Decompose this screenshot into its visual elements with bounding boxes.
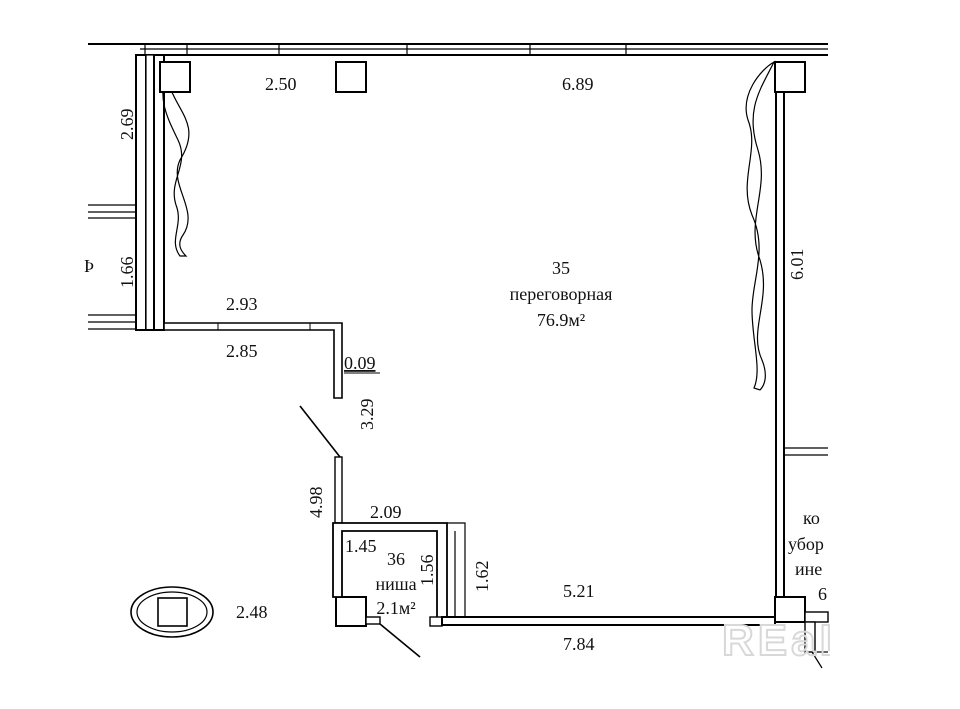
column-bottom-right [774,596,806,623]
right-edge-mask [830,0,960,709]
bottom-wall [441,611,829,669]
dim-niche-left: 1.45 [345,536,377,556]
top-window-wall [88,43,828,56]
room-36-label: 36 ниша 2.1м² [375,549,416,618]
dim-lower-left-wall: 4.98 [306,487,326,519]
dim-top-left: 2.50 [265,74,297,94]
room-36-area: 2.1м² [376,598,415,618]
door-swing-lower [379,623,421,658]
room-35-number: 35 [552,258,570,278]
column-top-right [774,61,806,93]
room-36-name: ниша [375,574,416,594]
room-35-label: 35 переговорная 76.9м² [510,258,613,330]
right-wall [775,91,828,598]
left-wall [88,54,165,331]
room-35-name: переговорная [510,284,613,304]
adjacent-room-label: ко убор ине 6 [788,508,827,604]
column-top-mid [335,61,367,93]
dim-bottom-inner: 5.21 [563,581,595,601]
curtain-left [162,69,190,257]
dim-niche-right: 1.56 [417,555,437,587]
dim-step: 1.62 [472,561,492,593]
dim-ledge-bottom: 2.85 [226,341,258,361]
dim-bottom-outer: 7.84 [563,634,595,654]
island-column [130,586,214,638]
lower-left-wall [334,456,343,524]
dim-ledge-end: 0.09 [344,353,376,373]
niche-walls [332,522,466,627]
dim-top-right: 6.89 [562,74,594,94]
ledge-wall [163,322,343,399]
adjacent-line-3: ине [795,559,822,579]
dim-right-wall: 6.01 [787,249,807,281]
adjacent-line-1: ко [803,508,820,528]
door-swing-upper [299,405,341,458]
column-top-left [159,61,191,93]
room-36-number: 36 [387,549,405,569]
adjacent-line-2: убор [788,534,824,554]
dim-ledge-top: 2.93 [226,294,258,314]
left-cut-label: Ϸ [84,256,94,276]
column-bottom-left [335,596,367,627]
adjacent-line-4: 6 [818,584,827,604]
room-35-area: 76.9м² [537,310,585,330]
dim-left-lower: 1.66 [117,257,137,289]
curtain-right [745,60,776,391]
dim-island: 2.48 [236,602,268,622]
dim-left-upper: 2.69 [117,109,137,141]
dim-diag-wall: 3.29 [357,399,377,431]
dim-niche-top: 2.09 [370,502,402,522]
